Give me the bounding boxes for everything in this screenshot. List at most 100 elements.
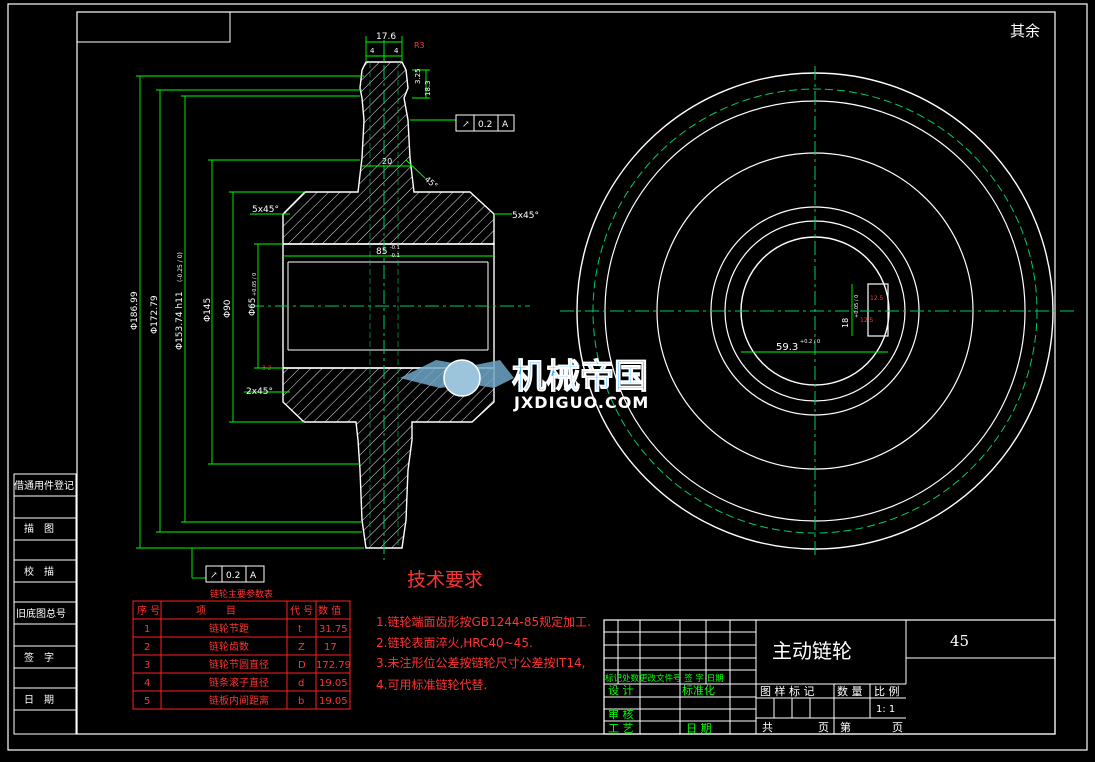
dim-bore-len-dn: -0.1 (390, 253, 400, 259)
table-cell: 17 (324, 642, 337, 653)
runout-value: 0.2 (478, 120, 492, 130)
lower-section-hatch (282, 367, 495, 549)
table-header: 数 值 (318, 604, 341, 617)
table-cell: 19.05 (319, 678, 348, 689)
table-cell: 4 (144, 678, 150, 689)
total-label: 共 (762, 721, 773, 734)
dim-top-width: 17.6 (376, 32, 396, 42)
dim-bore-len-up: -0.1 (390, 245, 400, 251)
dim-hub-w: 20 (382, 157, 392, 166)
table-cell: 链板内间距离 (209, 694, 269, 707)
material: 45 (950, 632, 969, 650)
tech-req-title: 技术要求 (407, 569, 483, 591)
sheet-label: 第 (840, 720, 851, 734)
key-rough-bottom: 12.5 (860, 317, 874, 324)
dim-d1: Φ186.99 (130, 291, 140, 330)
side-label: 旧底图总号 (16, 607, 66, 620)
runout-frame-top: ↗ 0.2 A (455, 114, 515, 132)
top-left-box (77, 12, 231, 43)
tech-req-line: 4.可用标准链轮代替. (376, 677, 487, 692)
table-cell: 31.75 (319, 624, 348, 635)
dim-d4: Φ145 (203, 298, 213, 322)
table-cell: 链轮齿数 (209, 640, 249, 653)
svg-text:↗: ↗ (462, 120, 470, 130)
drawing-mark-label: 图 样 标 记 (760, 684, 815, 698)
page-label-2: 页 (892, 721, 903, 734)
table-header: 序 号 (137, 604, 160, 617)
side-label: 校 描 (24, 565, 54, 578)
table-cell: 3 (144, 660, 150, 671)
table-cell: 1 (144, 624, 150, 635)
front-view: 59.3 +0.2 / 0 18 +0.05 / 0 12.5 12.5 (560, 66, 1075, 556)
key-rough-top: 12.5 (870, 295, 884, 302)
dim-half-b: 4 (394, 47, 399, 55)
outer-frame (7, 3, 1088, 751)
dim-chamfer-tr: 5x45° (512, 211, 539, 221)
check-label: 审 核 (608, 707, 634, 721)
table-header: 代 号 (290, 605, 313, 617)
title-block: 主动链轮 45 标记处数更改文件号 签 字 日期 设 计 标准化 审 核 工 艺… (603, 619, 1056, 735)
dim-d2: Φ172.79 (150, 295, 160, 334)
gear-icon (443, 359, 481, 397)
qty-label: 数 量 (837, 685, 863, 698)
dim-half-a: 4 (370, 47, 375, 55)
key-width-tol: +0.05 / 0 (854, 295, 860, 318)
dim-d3: Φ153.74 h11 (175, 291, 185, 350)
param-table-caption: 链轮主要参数表 (210, 588, 273, 600)
dim-rough: 3.2 (262, 365, 272, 372)
table-cell: 链轮节圆直径 (209, 658, 269, 671)
table-header: 项 目 (196, 605, 236, 617)
tech-req-line: 2.链轮表面淬火,HRC40~45. (376, 635, 533, 650)
side-label: 描 图 (24, 522, 54, 535)
table-cell: t (298, 624, 302, 635)
scale-label: 比 例 (874, 684, 900, 698)
process-label: 工 艺 (608, 722, 634, 735)
section-view (250, 40, 530, 560)
table-cell: 5 (144, 696, 150, 707)
scale-value: 1: 1 (876, 704, 895, 715)
watermark-cn: 机械帝国 (512, 357, 648, 397)
tech-req-line: 3.未注形位公差按链轮尺寸公差按IT14, (376, 655, 585, 670)
dim-bore-len: 85 (376, 247, 387, 257)
dim-chamfer-tl: 5x45° (252, 205, 279, 215)
keyway (867, 283, 889, 337)
rev-row: 标记处数更改文件号 签 字 日期 (605, 673, 724, 684)
runout-bottom-value: 0.2 (226, 571, 240, 581)
dimension-lines (136, 36, 512, 579)
dim-r-top1: 3.25 (414, 68, 422, 84)
design-label: 设 计 (608, 684, 634, 697)
dim-angle: 45° (423, 175, 440, 191)
runout-ref: A (502, 120, 509, 130)
dim-d3-tol: (-0.25 / 0) (177, 252, 184, 282)
table-cell: 2 (144, 642, 150, 653)
dim-r-top2: 18.3 (424, 80, 432, 96)
date-label: 日 期 (686, 722, 712, 735)
table-cell: 172.79 (316, 660, 351, 671)
dim-d6-tol: +0.05 / 0 (252, 273, 258, 296)
upper-section-hatch (282, 61, 495, 245)
table-cell: b (298, 696, 304, 707)
dim-d6: Φ65 (248, 297, 258, 316)
table-cell: 链轮节距 (209, 622, 249, 635)
runout-frame-bottom: ↗ 0.2 A (205, 565, 265, 583)
table-cell: d (298, 678, 304, 689)
dim-d5: Φ90 (223, 299, 233, 318)
runout-bottom-ref: A (250, 571, 257, 581)
dim-chamfer-r: R3 (414, 41, 425, 50)
table-cell: 19.05 (319, 696, 348, 707)
watermark-en: JXDIGUO.COM (513, 393, 649, 412)
side-label: 签 字 (24, 651, 54, 664)
param-table: 链轮主要参数表 序 号 项 目 代 号 数 值 1 链轮节距 t 31.75 2… (132, 588, 351, 710)
corner-tag: 其余 (1010, 22, 1040, 40)
dim-chamfer-bl: 2x45° (246, 387, 273, 397)
side-label-column: 借通用件登记 描 图 校 描 旧底图总号 签 字 日 期 (13, 473, 77, 735)
svg-text:↗: ↗ (210, 571, 218, 581)
table-cell: D (298, 660, 306, 671)
side-label: 日 期 (24, 694, 54, 706)
part-name: 主动链轮 (772, 639, 852, 663)
key-width: 18 (841, 318, 850, 328)
key-height-tol: +0.2 / 0 (800, 339, 820, 345)
standard-label: 标准化 (682, 683, 715, 697)
side-label: 借通用件登记 (14, 479, 74, 492)
